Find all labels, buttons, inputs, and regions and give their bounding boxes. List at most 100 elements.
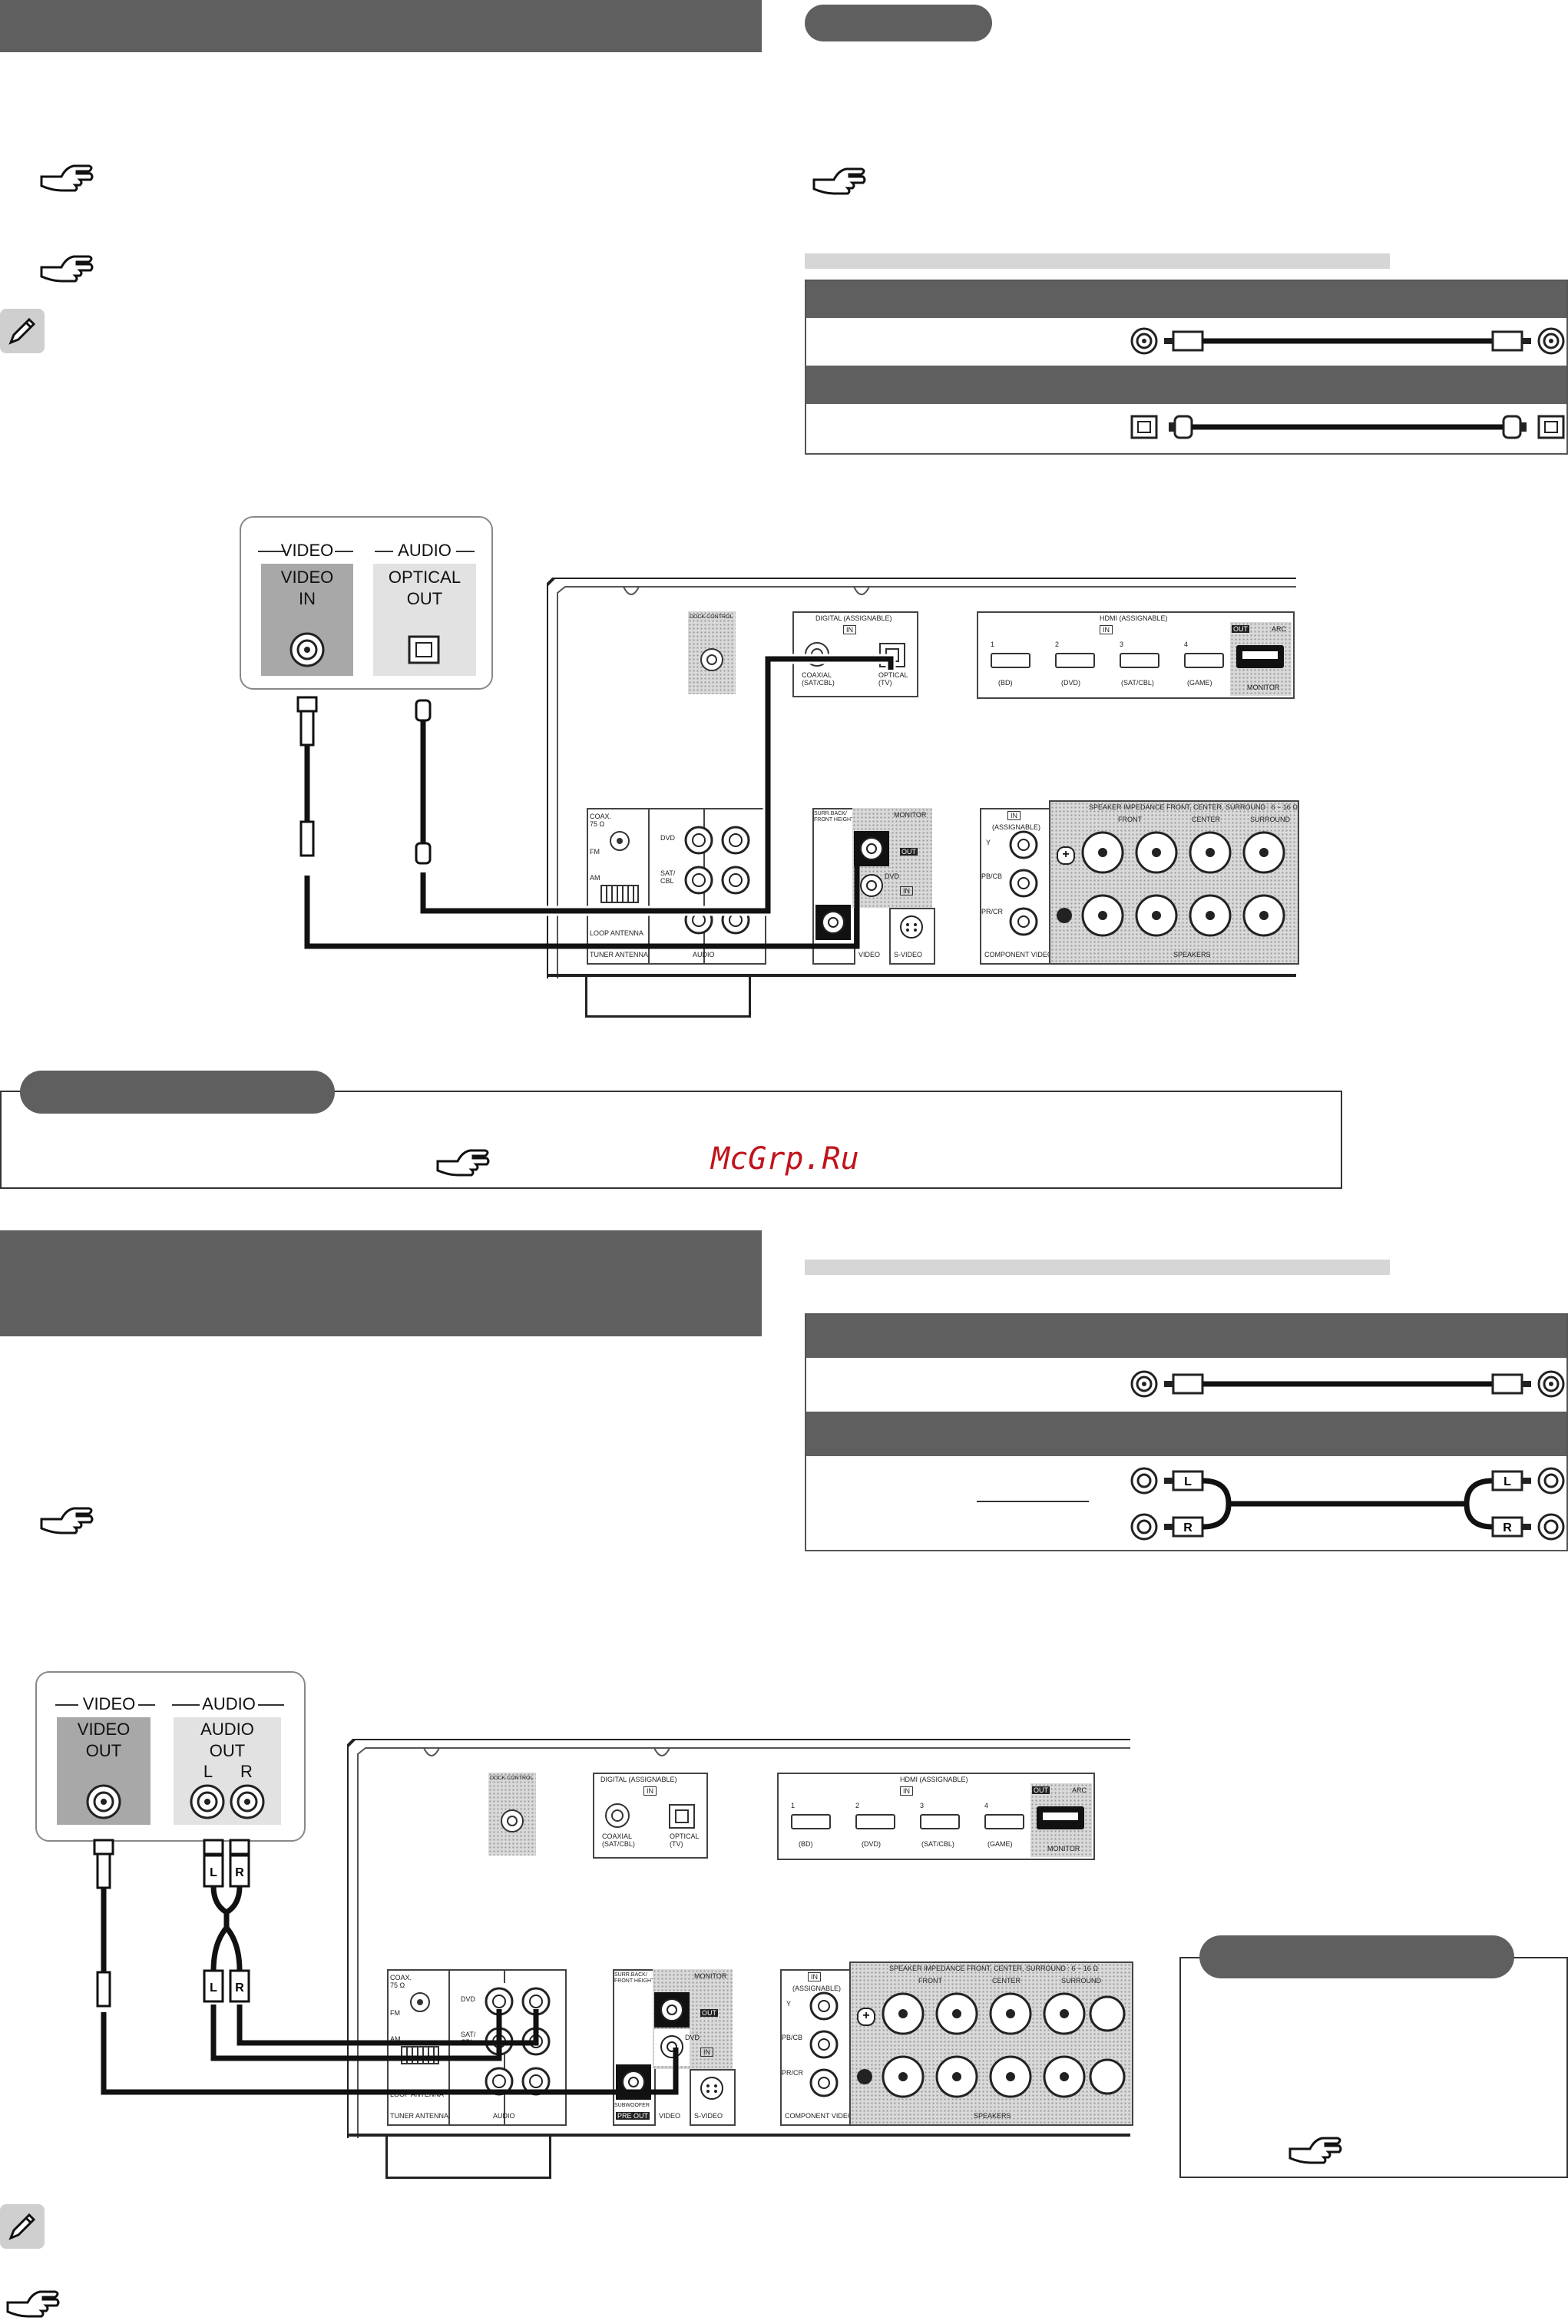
optical-label: OPTICAL (TV) — [670, 1832, 700, 1848]
receiver-foot — [585, 977, 751, 1018]
component-y-label: Y — [986, 839, 991, 846]
dock-control-jack — [501, 1809, 524, 1832]
hdmi-input-num: 3 — [1120, 641, 1124, 648]
s-video-block — [690, 2069, 736, 2126]
component-jacks — [809, 1991, 839, 2097]
dock-control-label: DOCK CONTROL — [490, 1776, 534, 1781]
video-out-jack — [660, 1998, 683, 2021]
video-in-small-label: IN — [900, 886, 913, 896]
audio-out-right-label: R — [240, 1762, 253, 1781]
note-pencil-icon — [0, 309, 45, 353]
pre-out-block — [812, 808, 855, 965]
hdmi-in-label: IN — [1100, 625, 1113, 634]
svg-text:L: L — [210, 1866, 217, 1879]
receiver-rear-panel: DOCK CONTROL DIGITAL (ASSIGNABLE) IN COA… — [547, 578, 1299, 1018]
optical-label: OPTICAL (TV) — [878, 671, 908, 687]
minus-icon — [1057, 908, 1072, 923]
speaker-center-label: CENTER — [1192, 816, 1221, 823]
section-header-bar — [0, 1230, 762, 1336]
speakers-block — [849, 1961, 1133, 2126]
hdmi-input-num: 1 — [991, 641, 995, 648]
video-heading-rule — [335, 551, 353, 552]
audio-heading-rule — [258, 1704, 284, 1706]
svg-text:L: L — [210, 1981, 217, 1995]
hdmi-input-1 — [791, 1814, 831, 1829]
subwoofer-label: SUBWOOFER — [614, 2103, 650, 2108]
hdmi-input-name: (SAT/CBL) — [1121, 679, 1154, 687]
hdmi-input-num: 2 — [1055, 641, 1060, 648]
hdmi-input-4 — [984, 1814, 1024, 1829]
audio-rca-jacks — [485, 1987, 551, 2096]
hdmi-input-name: (BD) — [998, 679, 1013, 687]
speakers-block — [1049, 800, 1299, 965]
coaxial-jack — [605, 1803, 630, 1828]
video-out-label: VIDEO OUT — [77, 1720, 131, 1760]
minus-icon — [857, 2069, 872, 2084]
hdmi-out-label: OUT — [1032, 1786, 1050, 1794]
tuner-antenna-label: TUNER ANTENNA — [390, 2112, 449, 2120]
fm-label: FM — [390, 2009, 400, 2017]
watermark: McGrp.Ru — [711, 1141, 859, 1177]
video-heading: VIDEO — [82, 1694, 136, 1713]
digital-assignable-label: DIGITAL (ASSIGNABLE) — [600, 1776, 677, 1783]
audio-cable-illustration: L R L R — [1130, 1467, 1565, 1541]
component-assignable-label: (ASSIGNABLE) — [792, 1985, 842, 1992]
hdmi-input-num: 3 — [920, 1802, 925, 1809]
section-tab-pill — [805, 5, 992, 41]
reference-hand-icon — [436, 1149, 490, 1177]
cable-table-header — [806, 281, 1566, 318]
cable-table-header — [806, 1315, 1566, 1358]
digital-assignable-label: DIGITAL (ASSIGNABLE) — [815, 614, 892, 622]
video-out-label: OUT — [900, 848, 918, 856]
hdmi-monitor-port-slot — [1242, 651, 1278, 659]
hdmi-monitor-port-slot — [1043, 1813, 1078, 1820]
speaker-front-label: FRONT — [1118, 816, 1142, 823]
video-in-jack-panel — [860, 874, 883, 897]
s-video-jack — [700, 2077, 723, 2100]
subwoofer-jack — [822, 911, 845, 934]
video-in-jack — [289, 632, 325, 667]
cable-table-header — [806, 1412, 1566, 1456]
speaker-terminals — [882, 1992, 1126, 2098]
video-in-label: VIDEO IN — [280, 568, 334, 608]
component-in-label: IN — [1007, 811, 1021, 820]
speaker-impedance-label: SPEAKER IMPEDANCE FRONT, CENTER, SURROUN… — [1089, 803, 1298, 811]
pre-out-label: PRE OUT — [616, 2112, 650, 2120]
component-jacks — [1009, 830, 1038, 936]
digital-in-label: IN — [643, 1786, 657, 1796]
am-label: AM — [390, 2035, 401, 2043]
coaxial-label: COAXIAL (SAT/CBL) — [602, 1832, 635, 1848]
video-dvd-label: DVD — [685, 2034, 700, 2041]
dock-control-jack — [700, 648, 723, 671]
cable-table — [805, 280, 1568, 455]
hdmi-input-3 — [1120, 653, 1159, 668]
surr-back-label: SURR.BACK/ FRONT HEIGHT — [814, 811, 855, 823]
video-cable-illustration — [1130, 1370, 1565, 1398]
coax-75-label: COAX. 75 Ω — [390, 1974, 412, 1989]
fm-jack — [410, 1992, 430, 2012]
hdmi-assignable-block — [777, 1773, 1095, 1860]
video-label: VIDEO — [659, 2112, 681, 2120]
speaker-center-label: CENTER — [992, 1977, 1021, 1985]
am-label: AM — [590, 874, 600, 882]
reference-hand-icon — [40, 164, 94, 192]
hdmi-input-2 — [855, 1814, 895, 1829]
speaker-surround-label: SURROUND — [1250, 816, 1291, 823]
optical-jack — [879, 643, 905, 667]
svg-text:R: R — [1183, 1521, 1193, 1534]
svg-text:R: R — [235, 1866, 244, 1879]
video-out-source-jack — [86, 1784, 121, 1819]
svg-text:R: R — [1503, 1521, 1512, 1534]
cable-table-header — [806, 366, 1566, 404]
svg-text:L: L — [1503, 1475, 1511, 1488]
am-terminal — [600, 885, 639, 903]
hdmi-input-2 — [1055, 653, 1095, 668]
hdmi-monitor-label: MONITOR — [1247, 684, 1280, 691]
side-note-title-pill — [1199, 1935, 1514, 1978]
side-note-box — [1179, 1957, 1568, 2178]
tuner-antenna-label: TUNER ANTENNA — [590, 951, 649, 958]
s-video-label: S-VIDEO — [694, 2112, 723, 2120]
fm-label: FM — [590, 848, 600, 856]
hdmi-input-name: (GAME) — [1187, 679, 1212, 687]
hdmi-input-name: (BD) — [799, 1840, 813, 1848]
